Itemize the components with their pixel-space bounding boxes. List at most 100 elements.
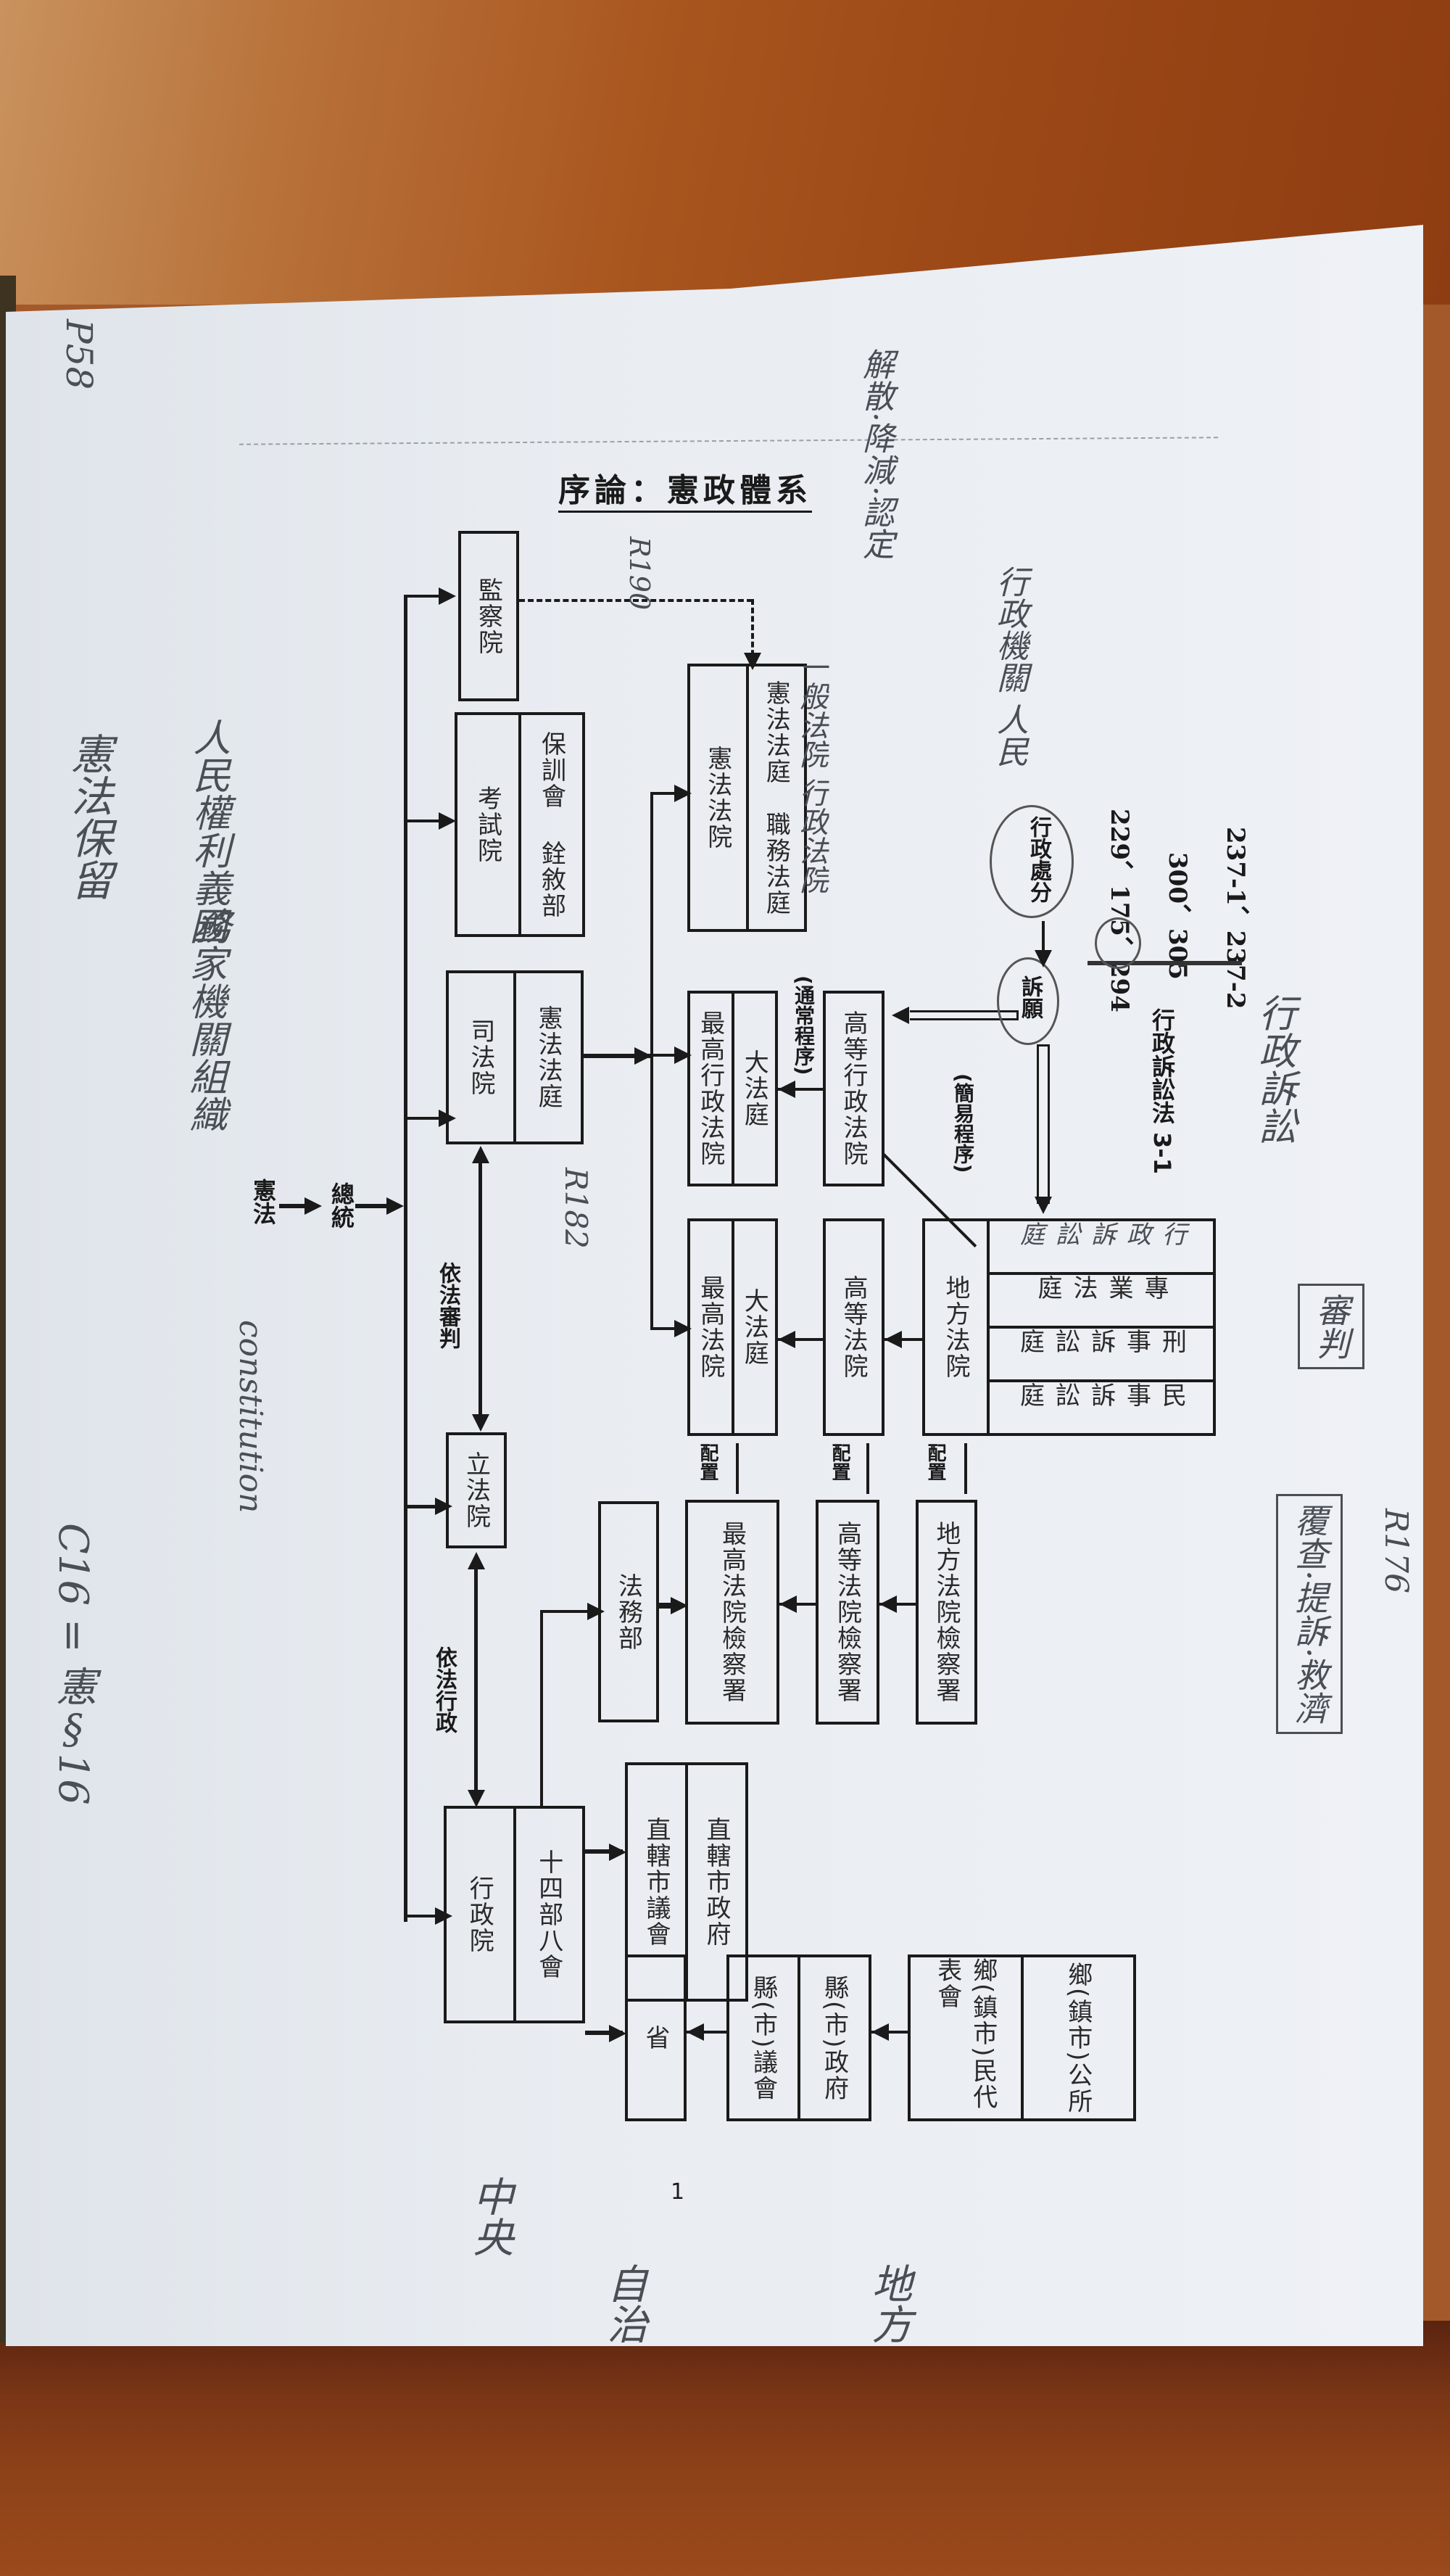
supreme-court-box[interactable]: 最高法院 大法庭	[687, 1218, 778, 1436]
exec-to-municipal	[585, 1849, 623, 1854]
supreme-admin-court-box[interactable]: 最高行政法院 大法庭	[687, 991, 778, 1186]
placement-label-district: 配置	[924, 1443, 946, 1481]
hw-admin-litigation: 行政訴訟	[1252, 994, 1296, 1144]
constitutional-court-label: 憲法法庭	[513, 973, 581, 1142]
hw-ref-176: R176	[1378, 1508, 1414, 1594]
province-box[interactable]: 省	[625, 1954, 687, 2121]
arrow-head	[1035, 950, 1052, 967]
supreme-admin-grand-chamber: 大法庭	[731, 994, 776, 1184]
executive-yuan-label: 行政院	[465, 1875, 494, 1954]
branch-line-executive	[404, 1915, 440, 1917]
district-to-high	[884, 1338, 922, 1341]
hw-local: 地方	[865, 2263, 912, 2344]
province-label: 省	[641, 2025, 670, 2051]
page-number: 1	[671, 2179, 685, 2205]
disciplinary-court-label: 職務法庭	[761, 811, 791, 916]
hw-courts-note: 一般法院 行政法院	[795, 653, 828, 894]
county-council-label: 縣(市)議會	[748, 1974, 778, 2102]
arrow-head	[779, 1595, 797, 1613]
courts-vertical-connector	[650, 792, 653, 1329]
articles-bracket	[1088, 961, 1242, 965]
hw-r190: R190	[624, 537, 655, 611]
exec-to-moj-h	[540, 1610, 594, 1613]
township-box[interactable]: 鄉(鎮市)民代表會 鄉(鎮市)公所	[908, 1954, 1136, 2121]
law-article-229: 229、175、294	[1105, 809, 1134, 1012]
arrow-head	[778, 1331, 795, 1348]
constitutional-court-box[interactable]: 憲法法院 憲法法庭 職務法庭	[687, 664, 807, 932]
legislative-yuan-label: 立法院	[461, 1451, 491, 1530]
supreme-prosecutor-box[interactable]: 最高法院檢察署	[685, 1500, 779, 1725]
constitutional-tribunal-label: 憲法法庭	[761, 680, 791, 785]
hw-constitution-word: constitution	[232, 1320, 269, 1514]
hw-self-gov: 自治	[600, 2263, 647, 2344]
judicial-yuan-box[interactable]: 司法院 憲法法庭	[446, 970, 584, 1144]
arrow-head	[472, 1146, 489, 1163]
arrow-head	[435, 1498, 452, 1515]
arrow-head	[468, 1552, 485, 1569]
judicial-legislative-arrow	[478, 1160, 482, 1414]
dashed-control-down	[751, 599, 754, 664]
legislative-yuan-box[interactable]: 立法院	[446, 1432, 507, 1548]
hw-people-rights: 人民權利義務	[186, 718, 230, 944]
high-court-box[interactable]: 高等法院	[823, 1218, 884, 1436]
high-prosecutor-box[interactable]: 高等法院檢察署	[816, 1500, 879, 1725]
relation-rule-of-law-admin: 依法行政	[431, 1646, 457, 1733]
placement-label-supreme: 配置	[697, 1443, 718, 1481]
county-box[interactable]: 縣(市)議會 縣(市)政府	[726, 1954, 871, 2121]
high-prosecutor-label: 高等法院檢察署	[832, 1521, 862, 1704]
district-divisions: 行政訴訟庭 專業法庭 刑事訴訟庭 民事訴訟庭	[987, 1221, 1213, 1433]
arrow-head	[439, 812, 456, 830]
disposition-circle	[990, 805, 1074, 918]
district-prosecutor-label: 地方法院檢察署	[932, 1521, 961, 1704]
connector-constitutional	[650, 792, 679, 795]
high-to-supreme	[778, 1338, 823, 1341]
district-court-box[interactable]: 地方法院 行政訴訟庭 專業法庭 刑事訴訟庭 民事訴訟庭	[922, 1218, 1216, 1436]
admin-litigation-act-label: 行政訴訟法 3-1	[1148, 1008, 1176, 1174]
exam-yuan-subs: 保訓會 銓敘部	[518, 715, 582, 934]
branch-line-judicial	[404, 1117, 440, 1120]
exec-to-moj-v	[540, 1610, 543, 1806]
control-yuan-box[interactable]: 監察院	[458, 531, 519, 701]
exam-yuan-box[interactable]: 考試院 保訓會 銓敘部	[455, 712, 585, 937]
arrow-head	[472, 1414, 489, 1432]
paper-page	[6, 225, 1423, 2346]
moj-label: 法務部	[613, 1572, 643, 1651]
exam-yuan-label: 考試院	[473, 785, 502, 864]
arrow-head	[884, 1331, 902, 1348]
litigation-label: 訴願	[1017, 975, 1043, 1019]
arrow-head	[687, 2023, 704, 2041]
relation-rule-of-law-trial: 依法審判	[435, 1262, 460, 1349]
arrow-head	[778, 1081, 795, 1098]
exam-sub-ministry-civil-service: 銓敘部	[536, 840, 566, 919]
dashed-control-to-constitutional	[519, 599, 753, 602]
placement-arrow-district	[964, 1443, 967, 1494]
hw-nation-org: 國家機關組織	[183, 907, 226, 1133]
high-admin-court-label: 高等行政法院	[839, 1010, 868, 1167]
executive-yuan-box[interactable]: 行政院 十四部八會	[444, 1806, 585, 2023]
arrow-head	[386, 1197, 404, 1215]
exec-to-province	[585, 2031, 623, 2035]
arrow-president-spine	[355, 1204, 388, 1208]
high-admin-court-box[interactable]: 高等行政法院	[823, 991, 884, 1186]
hw-retrial-box: 覆查·提訴·救濟	[1276, 1494, 1343, 1735]
ordinary-procedure-label: (通常程序)	[792, 975, 816, 1076]
municipal-box[interactable]: 直轄市議會 直轄市政府	[625, 1762, 748, 2002]
high-pros-to-supreme-pros	[779, 1603, 816, 1606]
ministries-label: 十四部八會	[513, 1809, 583, 2020]
supreme-court-label: 最高法院	[695, 1275, 725, 1379]
municipal-government-label: 直轄市政府	[685, 1765, 745, 1999]
litigation-circle	[997, 957, 1059, 1045]
high-admin-to-supreme-admin	[778, 1088, 823, 1091]
arrow-head	[609, 2025, 626, 2042]
litigation-to-district-arrow	[1037, 1044, 1050, 1204]
district-prosecutor-box[interactable]: 地方法院檢察署	[916, 1500, 977, 1725]
legislative-executive-arrow	[474, 1566, 478, 1791]
arrow-head	[439, 587, 456, 605]
placement-label-high: 配置	[829, 1443, 850, 1481]
division-admin-litigation: 行政訴訟庭	[1015, 1221, 1187, 1247]
division-criminal: 刑事訴訟庭	[990, 1326, 1213, 1379]
branch-line-control	[404, 595, 440, 598]
constitutional-court-subs: 憲法法庭 職務法庭	[745, 666, 805, 929]
hw-constitutional-reservation: 憲法保留	[64, 732, 113, 901]
ministry-of-justice-box[interactable]: 法務部	[598, 1501, 659, 1722]
